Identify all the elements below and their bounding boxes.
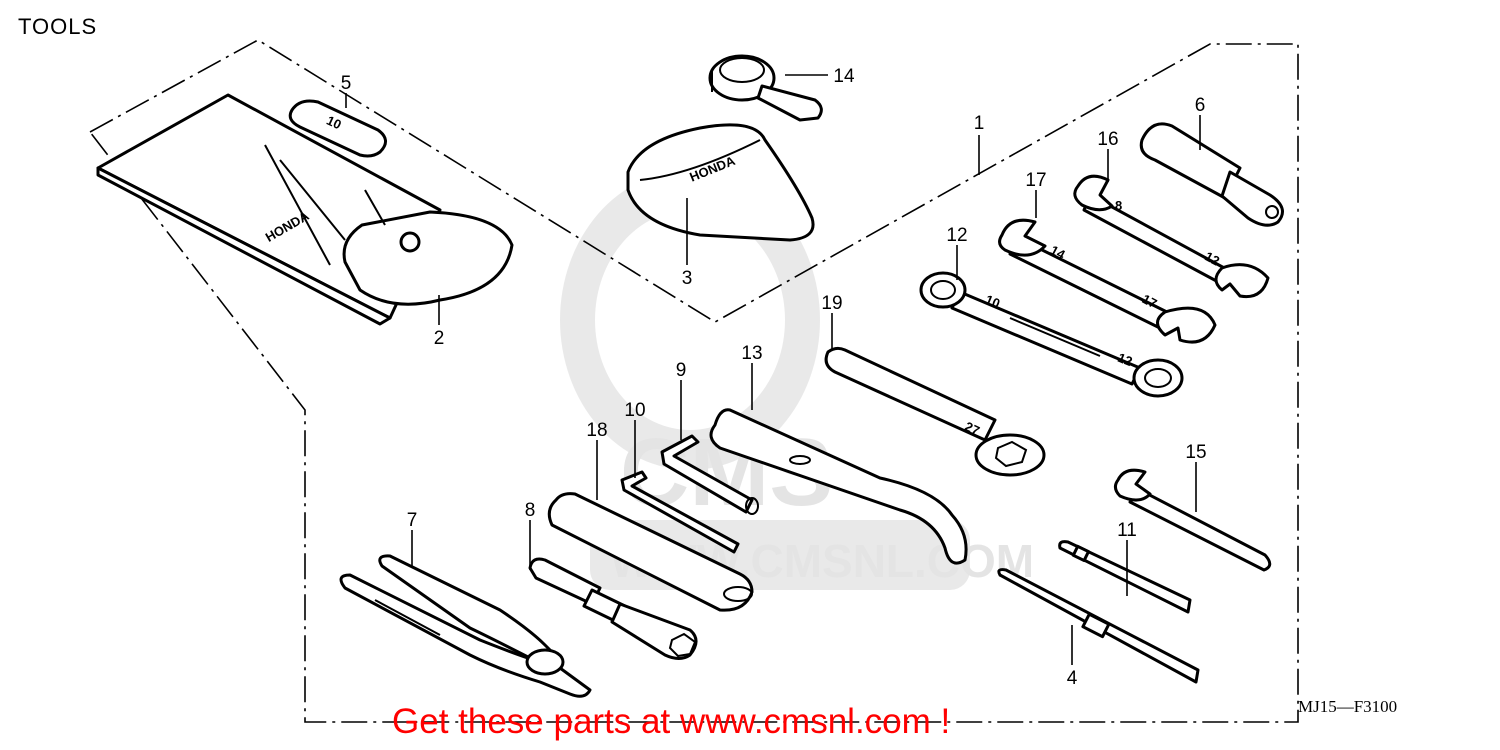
callout-14: 14 <box>833 66 855 87</box>
callout-11: 11 <box>1117 520 1137 541</box>
wrench-12-mark-a: 10 <box>983 292 1002 311</box>
box-end-wrench[interactable]: 10 12 <box>919 271 1184 398</box>
pliers[interactable] <box>339 554 592 698</box>
screwdriver-grip[interactable] <box>1139 122 1284 227</box>
wrench-12-mark-b: 12 <box>1116 350 1135 369</box>
hex-wrench-large[interactable] <box>660 434 759 515</box>
callout-12: 12 <box>946 225 967 246</box>
open-end-wrench-small[interactable] <box>1113 468 1272 572</box>
callout-4: 4 <box>1067 668 1078 689</box>
wrench-17-mark-b: 17 <box>1140 291 1160 311</box>
callout-9: 9 <box>676 360 687 381</box>
axle-wrench[interactable]: 27 <box>824 346 1046 477</box>
screwdriver-blade[interactable] <box>1058 540 1192 614</box>
plug-wrench[interactable] <box>528 557 698 660</box>
callout-10: 10 <box>624 400 645 421</box>
tool-pouch[interactable]: HONDA <box>96 93 514 326</box>
adjuster[interactable] <box>708 54 823 122</box>
callout-3: 3 <box>682 268 693 289</box>
size-tag[interactable]: 10 <box>288 99 387 158</box>
diagram-title: TOOLS <box>18 14 98 39</box>
callout-17: 17 <box>1025 170 1046 191</box>
callout-6: 6 <box>1195 95 1206 116</box>
callout-18: 18 <box>586 420 607 441</box>
callout-5: 5 <box>341 73 352 94</box>
extension-bar[interactable] <box>547 492 754 612</box>
pin-spanner[interactable] <box>709 408 968 565</box>
promo-link[interactable]: Get these parts at www.cmsnl.com ! <box>392 702 951 741</box>
screwdriver[interactable] <box>997 568 1200 684</box>
callout-8: 8 <box>525 500 536 521</box>
tag-marking: 10 <box>324 113 343 133</box>
callout-16: 16 <box>1097 129 1118 150</box>
open-end-wrench-14-17[interactable]: 14 17 <box>998 218 1217 344</box>
callout-13: 13 <box>741 343 762 364</box>
hex-wrench-small[interactable] <box>620 470 740 554</box>
wrench-16-mark-b: 12 <box>1202 249 1222 269</box>
leader-lines <box>345 74 1201 665</box>
callout-19: 19 <box>821 293 842 314</box>
tool-set-outline <box>88 39 1299 723</box>
callout-7: 7 <box>407 510 418 531</box>
wrench-19-mark: 27 <box>963 419 982 439</box>
tool-case[interactable]: HONDA <box>626 123 815 242</box>
open-end-wrench-8-12[interactable]: 8 12 <box>1073 174 1270 299</box>
diagram-code: MJ15—F3100 <box>1298 697 1398 716</box>
callout-1: 1 <box>974 113 985 134</box>
wrench-16-mark-a: 8 <box>1115 198 1122 213</box>
callout-2: 2 <box>434 328 445 349</box>
callout-15: 15 <box>1185 442 1206 463</box>
